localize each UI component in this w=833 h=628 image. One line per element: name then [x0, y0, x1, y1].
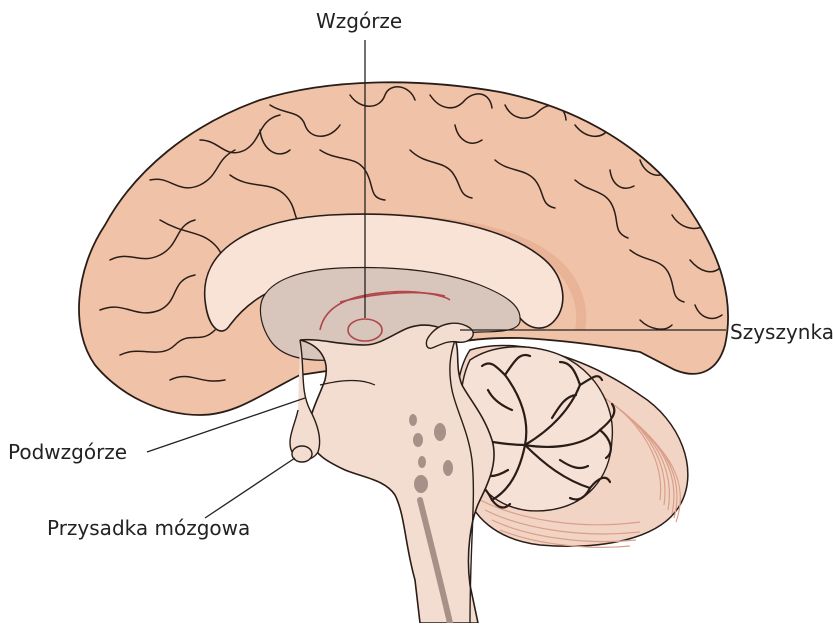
label-pineal: Szyszynka: [730, 320, 833, 344]
label-hypothalamus: Podwzgórze: [8, 440, 127, 464]
label-pituitary: Przysadka mózgowa: [47, 516, 250, 540]
pituitary-gland: [292, 446, 312, 462]
leader-line-pituitary: [205, 458, 295, 518]
label-thalamus: Wzgórze: [316, 9, 402, 33]
